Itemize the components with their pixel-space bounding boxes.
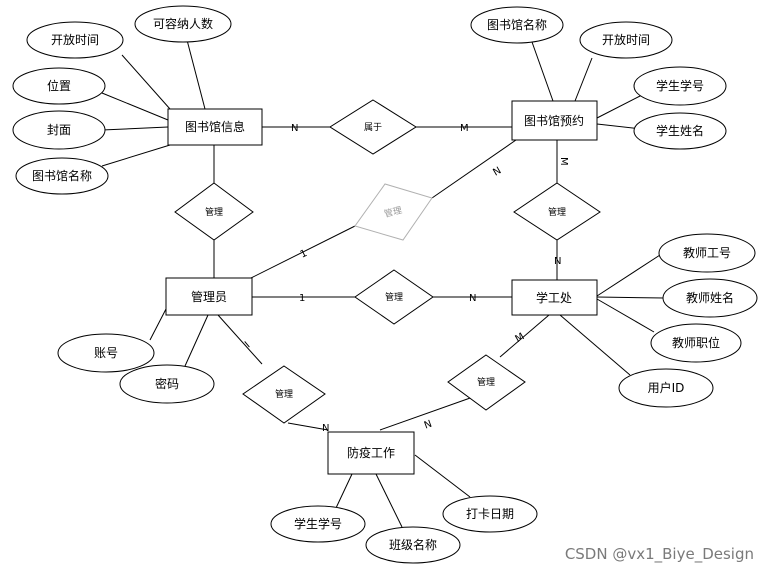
svg-text:管理: 管理 <box>548 206 566 218</box>
attribute-student-id-2: 学生学号 <box>270 505 366 543</box>
svg-text:图书馆预约: 图书馆预约 <box>524 113 584 128</box>
attribute-teacher-name: 教师姓名 <box>662 278 758 318</box>
svg-text:图书馆名称: 图书馆名称 <box>487 17 547 32</box>
attribute-library-name-1: 图书馆名称 <box>15 157 109 195</box>
relationship-manage-epidemic-admin: 管理 <box>242 365 326 424</box>
attribute-password: 密码 <box>119 364 215 404</box>
svg-text:管理: 管理 <box>205 206 223 218</box>
attribute-library-name-2: 图书馆名称 <box>470 6 564 44</box>
attribute-account: 账号 <box>57 333 155 373</box>
connector-lines <box>101 39 665 528</box>
svg-text:学生姓名: 学生姓名 <box>656 123 704 138</box>
svg-text:账号: 账号 <box>94 346 118 360</box>
relationship-manage-library: 管理 <box>174 182 254 241</box>
cardinality-epidemic-left: N <box>322 423 329 434</box>
relationship-manage-affairs: 管理 <box>354 269 434 325</box>
svg-text:管理: 管理 <box>477 376 495 388</box>
svg-text:学生学号: 学生学号 <box>656 78 704 93</box>
cardinality-admin-manage: 1 <box>299 293 305 304</box>
attribute-open-time-2: 开放时间 <box>579 21 673 59</box>
cardinality-reservation-manage: M <box>558 157 569 166</box>
relationship-manage-reservation: 管理 <box>513 182 601 241</box>
svg-text:密码: 密码 <box>155 376 179 391</box>
svg-text:学生学号: 学生学号 <box>294 516 342 531</box>
svg-text:管理: 管理 <box>385 291 403 303</box>
cardinality-admin-epidemic: I <box>243 340 252 350</box>
attribute-location: 位置 <box>12 67 106 105</box>
svg-text:封面: 封面 <box>47 123 71 137</box>
svg-text:教师姓名: 教师姓名 <box>686 290 734 305</box>
watermark-text: CSDN @vx1_Biye_Design <box>565 545 754 564</box>
entity-admin: 管理员 <box>165 277 253 316</box>
svg-text:教师职位: 教师职位 <box>672 335 720 350</box>
attribute-class-name: 班级名称 <box>365 526 461 564</box>
cardinality-admin-gray: 1 <box>299 248 309 261</box>
cardinality-library-belongs: N <box>291 123 298 134</box>
svg-text:学工处: 学工处 <box>536 290 572 305</box>
svg-text:图书馆信息: 图书馆信息 <box>185 119 245 134</box>
svg-text:开放时间: 开放时间 <box>51 32 99 47</box>
entity-library-reservation: 图书馆预约 <box>511 100 598 141</box>
attribute-user-id: 用户ID <box>618 368 714 408</box>
attribute-teacher-id: 教师工号 <box>658 233 756 273</box>
svg-text:可容纳人数: 可容纳人数 <box>153 16 213 31</box>
entity-student-affairs: 学工处 <box>511 279 598 316</box>
svg-text:属于: 属于 <box>364 122 382 133</box>
attribute-capacity: 可容纳人数 <box>134 5 232 43</box>
cardinality-belongs-reservation: M <box>460 123 469 134</box>
relationship-belongs: 属于 <box>329 99 417 155</box>
svg-text:教师工号: 教师工号 <box>683 245 731 260</box>
attribute-teacher-title: 教师职位 <box>650 323 742 363</box>
cardinality-reservation-gray: N <box>491 165 503 178</box>
cardinality-epidemic-right: N <box>423 419 434 432</box>
relationship-manage-gray: 管理 <box>354 183 433 241</box>
cardinality-manage-affairs-top: N <box>554 256 561 267</box>
svg-text:用户ID: 用户ID <box>648 380 685 395</box>
svg-text:位置: 位置 <box>47 78 71 93</box>
attribute-open-time-1: 开放时间 <box>26 21 124 59</box>
entity-library-info: 图书馆信息 <box>167 108 263 146</box>
svg-text:管理员: 管理员 <box>191 289 227 304</box>
svg-text:班级名称: 班级名称 <box>389 537 437 552</box>
cardinality-affairs-epidemic: M <box>514 331 527 345</box>
svg-text:管理: 管理 <box>275 388 293 400</box>
attribute-student-name: 学生姓名 <box>633 112 727 150</box>
attribute-checkin-date: 打卡日期 <box>442 495 538 533</box>
cardinality-labels: N M N M N 1 1 N I N N M <box>243 123 569 434</box>
attribute-student-id-1: 学生学号 <box>633 66 727 106</box>
svg-text:打卡日期: 打卡日期 <box>466 507 514 521</box>
svg-text:防疫工作: 防疫工作 <box>347 445 395 460</box>
entity-epidemic-work: 防疫工作 <box>327 431 415 475</box>
svg-text:图书馆名称: 图书馆名称 <box>32 168 92 183</box>
svg-text:开放时间: 开放时间 <box>602 32 650 47</box>
cardinality-manage-affairs: N <box>469 293 476 304</box>
attribute-cover: 封面 <box>12 110 106 150</box>
relationship-manage-epidemic-affairs: 管理 <box>447 354 526 411</box>
